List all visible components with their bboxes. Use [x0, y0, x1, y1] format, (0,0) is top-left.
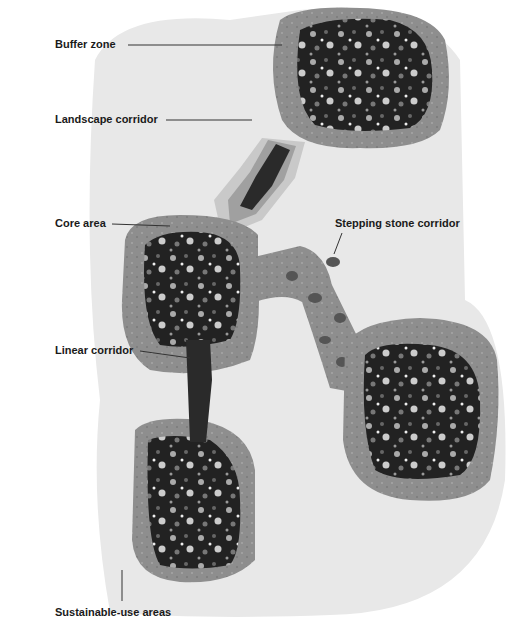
callout-label: Landscape corridor — [55, 113, 158, 126]
core-area — [364, 344, 480, 479]
core-area — [297, 19, 432, 131]
callout-label: Buffer zone — [55, 38, 116, 51]
stepping-stone-band — [250, 246, 358, 392]
leader-line — [334, 233, 342, 254]
stepping-stone — [308, 293, 322, 303]
leader-lines — [112, 45, 342, 601]
corridor-inner-band — [228, 140, 296, 224]
stepping-stone — [286, 271, 298, 281]
callout-label: Linear corridor — [55, 344, 133, 357]
stepping-stone — [319, 336, 331, 344]
linear-corridor — [186, 340, 212, 442]
buffer-zone — [132, 419, 255, 583]
callout-label: Stepping stone corridor — [335, 217, 460, 230]
core-area — [144, 232, 240, 347]
callout-label: Sustainable-use areas — [55, 606, 171, 619]
buffer-zone — [343, 318, 498, 501]
stepping-stone — [334, 313, 346, 323]
buffer-zone — [273, 8, 449, 149]
leader-line — [128, 45, 282, 46]
leader-line — [122, 570, 123, 601]
landscape-corridor — [240, 144, 290, 210]
callout-label: Core area — [55, 217, 106, 230]
core-area — [148, 436, 241, 569]
leader-line — [166, 120, 252, 121]
stepping-stone — [326, 257, 340, 267]
leader-line — [140, 351, 190, 358]
leader-line — [112, 224, 170, 226]
